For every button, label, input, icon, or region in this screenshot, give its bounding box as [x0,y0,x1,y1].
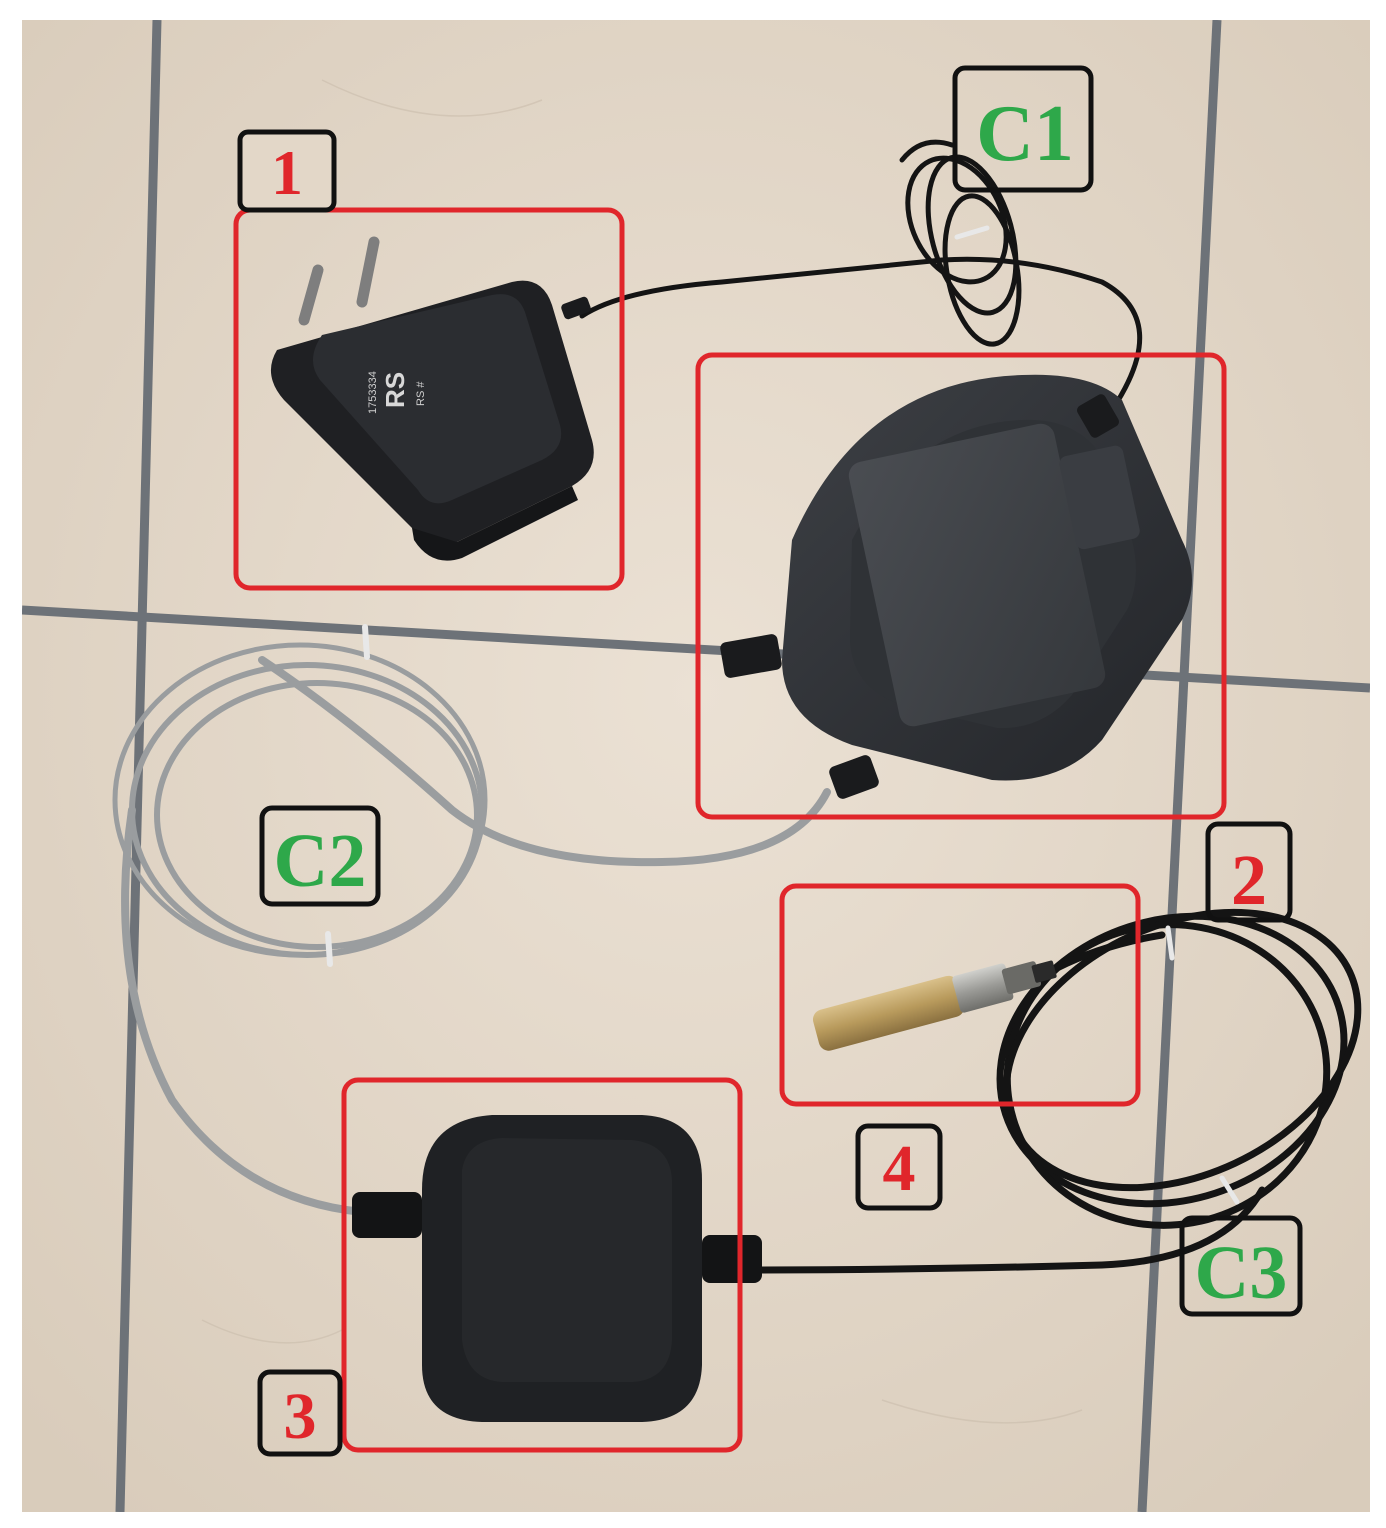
highlight-adapter [233,207,625,591]
label-c2: C2 [259,805,381,907]
label-3-text: 3 [284,1380,317,1453]
label-c3: C3 [1179,1215,1303,1317]
main-enclosure [720,374,1192,799]
label-3: 3 [257,1369,343,1457]
label-c1-text: C1 [976,90,1074,178]
label-2-text: 2 [1231,840,1267,920]
label-c1: C1 [952,65,1094,193]
label-1-text: 1 [271,137,303,208]
adapter-stock-number: 1753334 [367,371,379,414]
highlight-boxes [233,207,1227,1453]
highlight-probe [779,883,1141,1107]
label-4-text: 4 [883,1132,916,1205]
grey-cable [112,624,831,1216]
sensor-node-enclosure [352,1115,762,1422]
black-cable-c3 [718,908,1362,1274]
adapter-brand-text: RS [380,372,410,408]
black-cable-c1 [579,139,1143,413]
power-adapter: RS RS # 1753334 [270,236,594,561]
plug-pins [298,236,380,326]
label-1: 1 [237,129,337,213]
label-4: 4 [855,1123,943,1211]
probe-sensor [812,960,1057,1051]
adapter-stock-prefix: RS # [415,381,427,406]
label-c2-text: C2 [274,819,367,903]
highlight-sensor-box [341,1077,743,1453]
highlight-main-box [695,352,1227,820]
photo: RS RS # 1753334 [22,20,1370,1512]
label-c3-text: C3 [1195,1231,1288,1315]
label-2: 2 [1205,821,1293,923]
